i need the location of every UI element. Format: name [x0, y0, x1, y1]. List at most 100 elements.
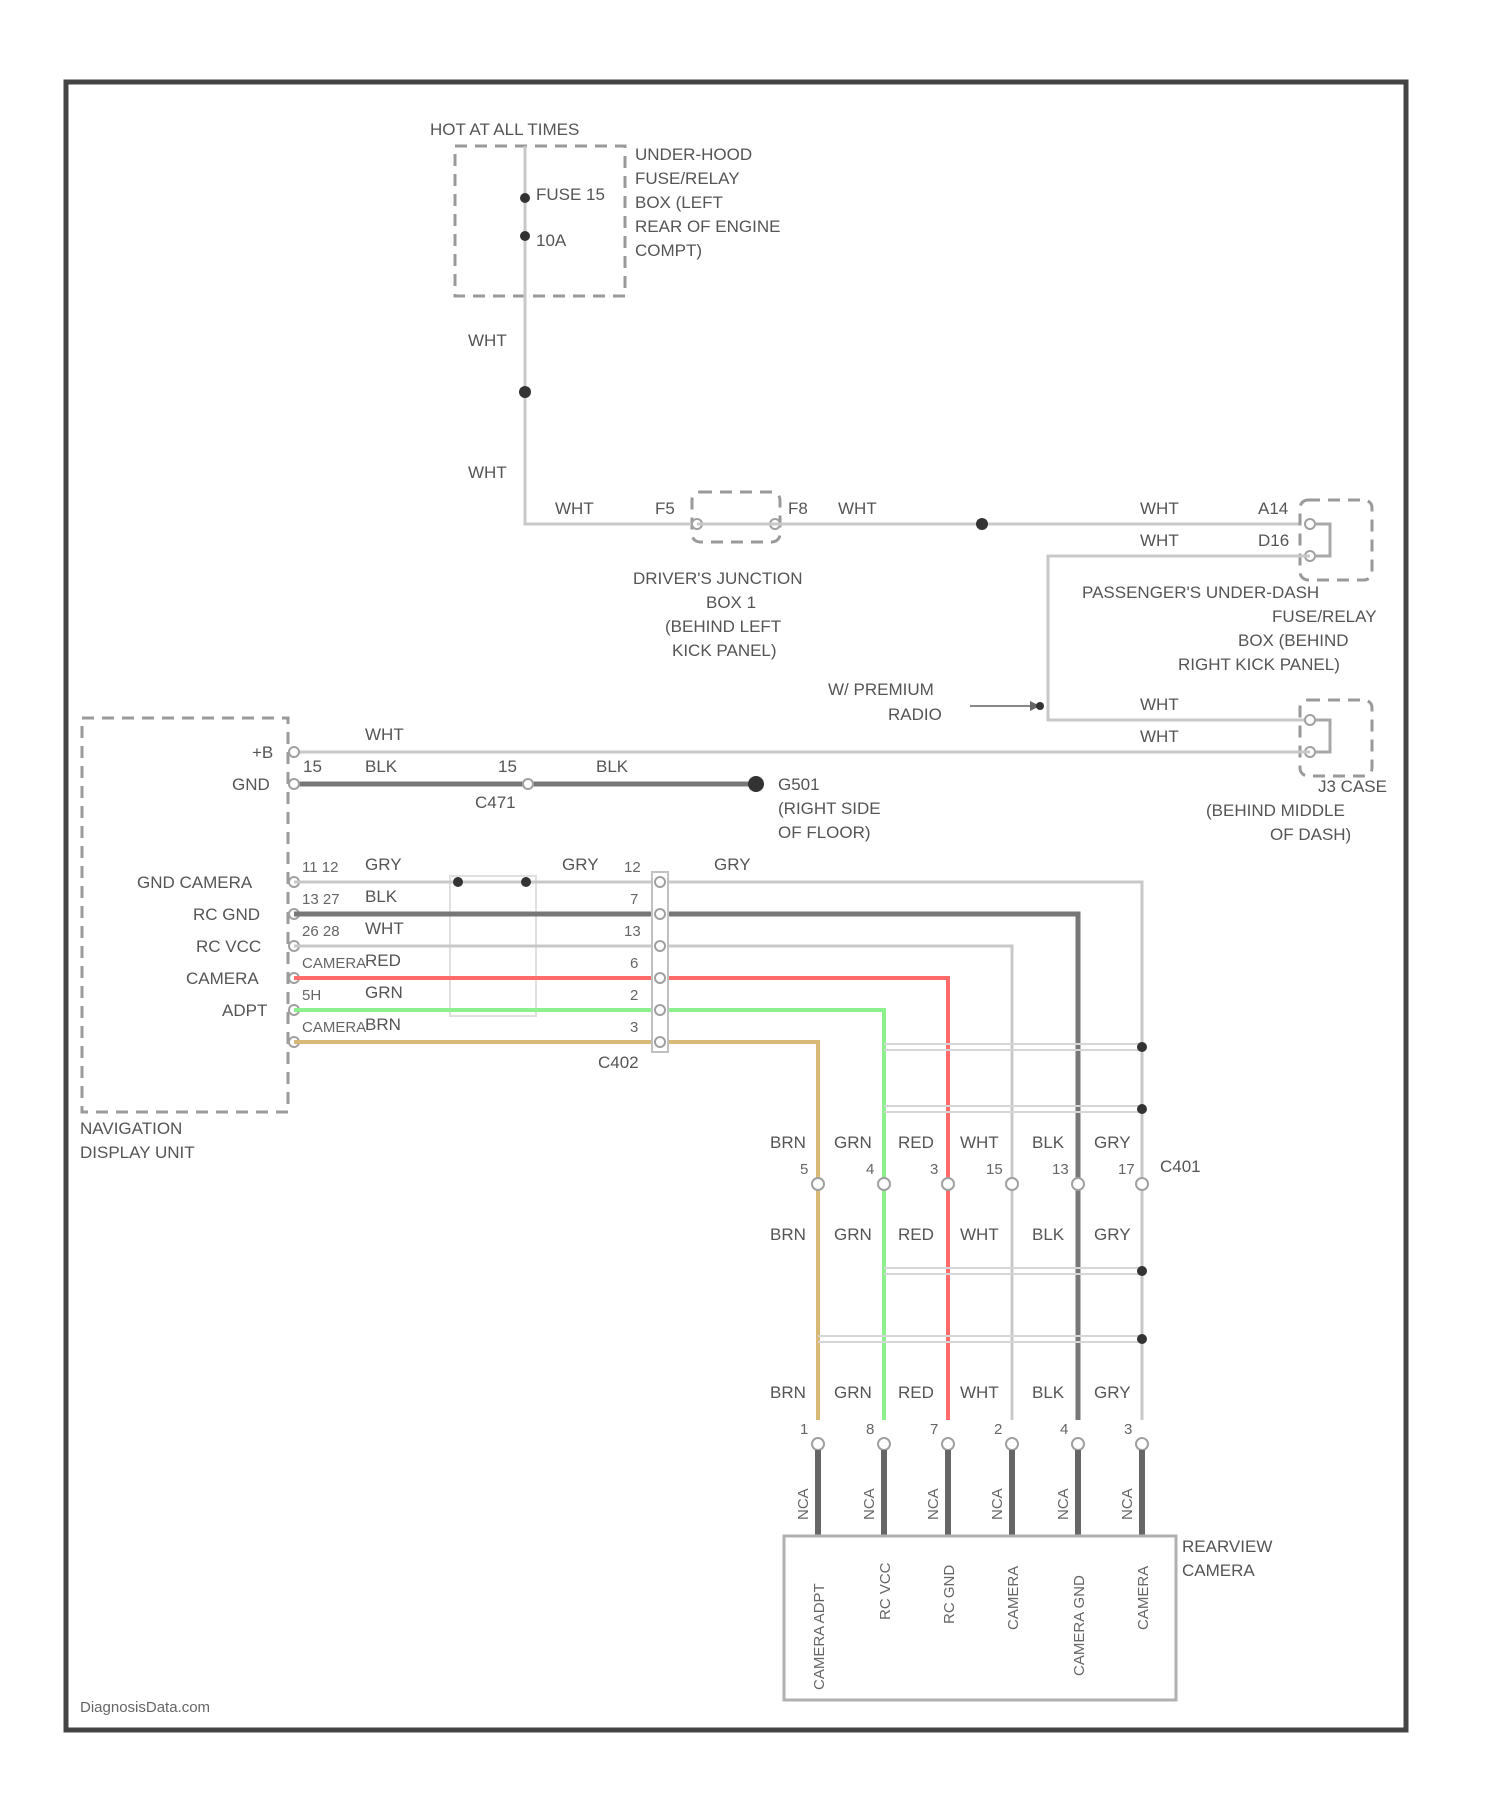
svg-text:GRY: GRY — [1094, 1225, 1131, 1244]
svg-text:4: 4 — [866, 1161, 874, 1178]
wire-color-wht: WHT — [1140, 499, 1179, 518]
svg-text:CAMERA: CAMERA — [1005, 1566, 1022, 1630]
svg-text:OF FLOOR): OF FLOOR) — [778, 823, 871, 842]
svg-text:BRN: BRN — [770, 1383, 806, 1402]
svg-text:RIGHT KICK PANEL): RIGHT KICK PANEL) — [1178, 655, 1340, 674]
nca-labels: NCA NCA NCA NCA NCA NCA — [795, 1488, 1136, 1520]
c402-label: C402 — [598, 1053, 639, 1072]
svg-text:W/ PREMIUM: W/ PREMIUM — [828, 680, 934, 699]
rearview-camera — [784, 1536, 1176, 1700]
svg-text:7: 7 — [930, 1421, 938, 1438]
fuse-bottom-node — [520, 231, 530, 241]
gry-splice-1 — [453, 877, 463, 887]
wire-color-gry: GRY — [365, 855, 402, 874]
nav-b-plus-pin: +B — [252, 743, 273, 762]
svg-text:13: 13 — [624, 923, 641, 940]
wire-color-gry: GRY — [714, 855, 751, 874]
passenger-under-dash-box — [1300, 500, 1372, 580]
c401-connector — [812, 1178, 1148, 1190]
svg-text:5: 5 — [800, 1161, 808, 1178]
svg-text:RADIO: RADIO — [888, 705, 942, 724]
svg-text:BOX (BEHIND: BOX (BEHIND — [1238, 631, 1349, 650]
svg-text:NCA: NCA — [861, 1488, 878, 1520]
grn-wire — [294, 1010, 884, 1420]
svg-text:BRN: BRN — [770, 1133, 806, 1152]
svg-text:BOX 1: BOX 1 — [706, 593, 756, 612]
svg-text:UNDER-HOOD: UNDER-HOOD — [635, 145, 752, 164]
svg-text:11 12: 11 12 — [302, 859, 338, 876]
passenger-pin-a-label: A14 — [1258, 499, 1288, 518]
svg-text:NCA: NCA — [989, 1488, 1006, 1520]
j3-fuse — [1315, 720, 1330, 752]
nav-unit-name: NAVIGATION DISPLAY UNIT — [80, 1119, 195, 1162]
svg-text:FUSE/RELAY: FUSE/RELAY — [1272, 607, 1377, 626]
splice-node — [519, 386, 531, 398]
svg-text:5H: 5H — [302, 987, 321, 1004]
wire-color-red: RED — [365, 951, 401, 970]
svg-text:RC VCC: RC VCC — [196, 937, 261, 956]
svg-text:(BEHIND LEFT: (BEHIND LEFT — [665, 617, 781, 636]
wire-color-blk: BLK — [365, 887, 398, 906]
wire-color-brn: BRN — [365, 1015, 401, 1034]
g501-location-label: (RIGHT SIDE OF FLOOR) — [778, 799, 881, 842]
svg-text:BLK: BLK — [1032, 1383, 1065, 1402]
svg-text:GRN: GRN — [834, 1225, 872, 1244]
under-hood-box-label: UNDER-HOOD FUSE/RELAY BOX (LEFT REAR OF … — [635, 145, 780, 260]
wire-color-wht: WHT — [1140, 695, 1179, 714]
wire-color-grn: GRN — [365, 983, 403, 1002]
premium-radio-label: W/ PREMIUM RADIO — [828, 680, 942, 724]
svg-text:WHT: WHT — [960, 1133, 999, 1152]
svg-text:ADPT: ADPT — [222, 1001, 267, 1020]
splice-node-2 — [976, 518, 988, 530]
jb-pin-out-label: F8 — [788, 499, 808, 518]
svg-text:13: 13 — [1052, 1161, 1069, 1178]
camera-pin-labels: 1 8 7 2 4 3 — [800, 1421, 1132, 1438]
red-wire — [294, 978, 948, 1420]
svg-text:COMPT): COMPT) — [635, 241, 702, 260]
wire-color-wht: WHT — [1140, 727, 1179, 746]
wire-color-wht: WHT — [365, 919, 404, 938]
fuse-amp-label: 10A — [536, 231, 567, 250]
fuse-top-node — [520, 193, 530, 203]
blk-wire — [294, 914, 1078, 1420]
svg-text:3: 3 — [630, 1019, 638, 1036]
svg-text:BLK: BLK — [1032, 1225, 1065, 1244]
wire-color-gry: GRY — [562, 855, 599, 874]
svg-text:CAMERA: CAMERA — [1135, 1566, 1152, 1630]
svg-text:FUSE/RELAY: FUSE/RELAY — [635, 169, 740, 188]
diagram-frame — [66, 82, 1406, 1730]
hot-at-all-times-label: HOT AT ALL TIMES — [430, 120, 579, 139]
svg-text:KICK PANEL): KICK PANEL) — [672, 641, 777, 660]
svg-text:GND CAMERA: GND CAMERA — [137, 873, 253, 892]
wire-color-blk: BLK — [596, 757, 629, 776]
svg-text:REARVIEW: REARVIEW — [1182, 1537, 1272, 1556]
jb-pin-in-label: F5 — [655, 499, 675, 518]
premium-radio-node — [1036, 702, 1044, 710]
j3-case-box — [1300, 700, 1372, 776]
svg-text:CAMERA: CAMERA — [302, 955, 366, 972]
svg-text:13 27: 13 27 — [302, 891, 340, 908]
passenger-under-dash-box-label: PASSENGER'S UNDER-DASH FUSE/RELAY BOX (B… — [1082, 583, 1377, 674]
svg-text:GRN: GRN — [834, 1383, 872, 1402]
c401-label: C401 — [1160, 1157, 1201, 1176]
svg-text:6: 6 — [630, 955, 638, 972]
ground-symbol-icon — [748, 776, 764, 792]
svg-text:NCA: NCA — [925, 1488, 942, 1520]
svg-text:17: 17 — [1118, 1161, 1135, 1178]
svg-text:OF DASH): OF DASH) — [1270, 825, 1351, 844]
svg-text:(RIGHT SIDE: (RIGHT SIDE — [778, 799, 881, 818]
wire-color-blk: BLK — [365, 757, 398, 776]
watermark: DiagnosisData.com — [80, 1699, 210, 1716]
svg-text:BLK: BLK — [1032, 1133, 1065, 1152]
ground-conn-pin: 15 — [498, 757, 517, 776]
nav-gnd-pin-num: 15 — [303, 757, 322, 776]
wire-color-wht: WHT — [555, 499, 594, 518]
svg-text:1: 1 — [800, 1421, 808, 1438]
svg-text:GRY: GRY — [1094, 1383, 1131, 1402]
power-wire-to-jb — [525, 520, 690, 524]
shield-drain-lines — [818, 1044, 1142, 1342]
svg-text:8: 8 — [866, 1421, 874, 1438]
svg-text:WHT: WHT — [960, 1383, 999, 1402]
svg-text:GRN: GRN — [834, 1133, 872, 1152]
svg-text:RED: RED — [898, 1225, 934, 1244]
